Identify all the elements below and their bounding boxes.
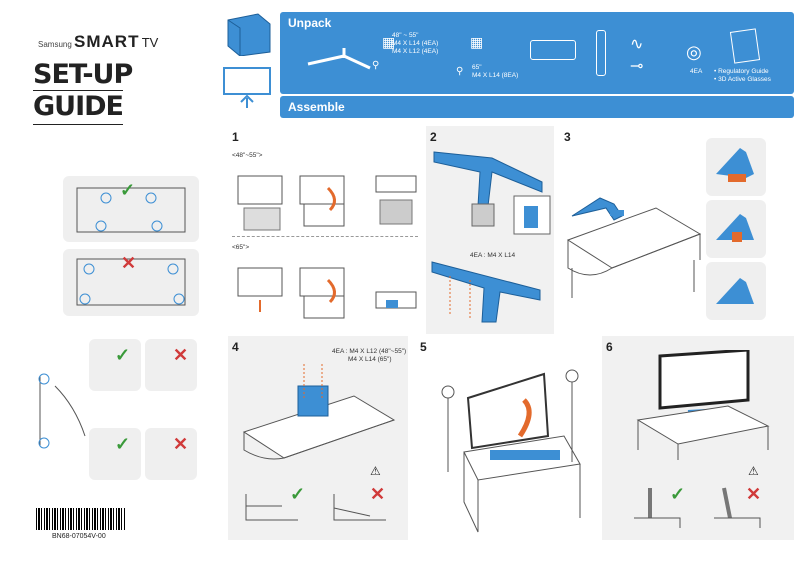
cross-icon: ✕: [370, 484, 386, 504]
screw-48-55-a: M4 X L14 (4EA): [392, 40, 439, 47]
assemble-title: Assemble: [288, 100, 345, 114]
step-3-detail-c: [706, 262, 766, 320]
step-6-correct-illustration: [634, 488, 681, 528]
cross-icon: ✕: [173, 434, 189, 454]
step-3-detail-b: [706, 200, 766, 258]
step-2: 2 4EA : M4 X L14: [426, 126, 554, 334]
step-1-divider: [232, 236, 418, 237]
step-1-size-a: <48"~55">: [232, 152, 263, 159]
screw-icon: ⚲: [372, 60, 380, 71]
step-6-illustration: [636, 350, 770, 460]
wall-cable-illustration: [15, 346, 105, 456]
accessory-regulatory-guide: • Regulatory Guide: [714, 68, 769, 75]
barcode: [36, 508, 126, 530]
check-icon: ✓: [115, 345, 131, 365]
cable-correct-panel: ✓: [89, 428, 141, 480]
step-3-detail-a: [706, 138, 766, 196]
wallmount-correct-panel: ✓: [63, 176, 199, 242]
screw-65-info: 65" M4 X L14 (8EA): [472, 64, 518, 80]
screw-65-a: M4 X L14 (8EA): [472, 72, 519, 79]
step-2-illustration-b: [431, 261, 541, 323]
adapter-icon: ⊸: [630, 58, 644, 75]
step-1-size-b: <65">: [232, 244, 250, 251]
step-4-correct-illustration: [245, 494, 298, 521]
step-2-illustration-a: [433, 151, 551, 235]
wall-cable-drawing: [38, 373, 86, 449]
stand-base-icon: [307, 48, 371, 70]
title-rule-top: [33, 90, 123, 91]
cross-icon: ✕: [121, 253, 137, 273]
warning-icon: ⚠: [748, 464, 759, 478]
screw-48-55-info: 48" ~ 55" M4 X L14 (4EA) M4 X L12 (4EA): [392, 32, 438, 56]
barcode-text: BN68-07054V-00: [52, 533, 106, 540]
wallmount-wrong-panel: ✕: [63, 249, 199, 316]
step-6-wrong-illustration: [714, 487, 761, 528]
unpack-banner: Unpack ▦ ⚲ 48" ~ 55" M4 X L14 (4EA) M4 X…: [280, 12, 794, 94]
clip-wrong-panel: ✕: [145, 339, 197, 391]
step-3-number: 3: [564, 130, 571, 144]
brand-smart: SMART: [74, 32, 140, 51]
step-4-number: 4: [232, 340, 239, 354]
step-4-screw-note-b: M4 X L14 (65"): [348, 356, 392, 363]
step-1-number: 1: [232, 130, 239, 144]
step-3-illustration: [566, 197, 702, 298]
brand-samsung: Samsung: [38, 40, 72, 49]
step-1-illustration-a: [237, 175, 417, 231]
accessory-3d-glasses: • 3D Active Glasses: [714, 76, 771, 83]
glasses-count: 4EA: [690, 68, 703, 75]
step-5: 5: [416, 336, 596, 540]
title-guide: GUIDE: [33, 91, 124, 122]
title-setup: SET-UP: [33, 59, 133, 90]
step-1-illustration-b: [237, 267, 417, 319]
check-icon: ✓: [670, 484, 686, 504]
warning-icon: ⚠: [370, 464, 381, 478]
control-box-icon: [530, 40, 576, 60]
wallmount-correct-illustration: [76, 187, 186, 233]
unpack-title: Unpack: [288, 16, 332, 30]
box-icon: [220, 10, 278, 57]
step-4: 4 4EA : M4 X L12 (48"~55") M4 X L14 (65"…: [228, 336, 408, 540]
tv-lift-icon: [220, 64, 278, 110]
step-6: 6 ⚠ ✓ ✕: [602, 336, 794, 540]
clip-correct-panel: ✓: [89, 339, 141, 391]
remote-control-icon: [596, 30, 606, 76]
check-icon: ✓: [120, 180, 136, 200]
step-3: 3: [562, 128, 794, 328]
step-2-screw-note: 4EA : M4 X L14: [470, 252, 516, 259]
title-rule-bottom: [33, 124, 123, 125]
bracket-65-icon: ▦: [470, 34, 484, 50]
bracket-icon: ▦: [382, 34, 396, 50]
screw-icon: ⚲: [456, 66, 464, 77]
step-4-screw-note: 4EA : M4 X L12 (48"~55") M4 X L14 (65"): [332, 348, 406, 364]
step-4-wrong-illustration: [333, 494, 386, 521]
assemble-banner: Assemble: [280, 96, 794, 118]
cross-icon: ✕: [746, 484, 762, 504]
check-icon: ✓: [115, 434, 131, 454]
wallmount-wrong-illustration: [76, 258, 186, 306]
cd-icon: ◎: [686, 42, 702, 62]
screw-65-size: 65": [472, 64, 482, 71]
screw-48-55-b: M4 X L12 (4EA): [392, 48, 439, 55]
step-2-number: 2: [430, 130, 437, 144]
step-1: 1 <48"~55"> <65">: [228, 128, 420, 328]
screw-48-55-size: 48" ~ 55": [392, 32, 419, 39]
step-4-screw-note-a: 4EA : M4 X L12 (48"~55"): [332, 348, 407, 355]
step-6-number: 6: [606, 340, 613, 354]
cross-icon: ✕: [173, 345, 189, 365]
manual-icon: [729, 28, 761, 64]
step-5-illustration: [441, 369, 581, 533]
brand-tv: TV: [141, 35, 159, 50]
cable-wrong-panel: ✕: [145, 428, 197, 480]
step-5-number: 5: [420, 340, 427, 354]
samsung-smart-tv-logo: Samsung SMART TV: [38, 32, 158, 52]
accessories-list: • Regulatory Guide • 3D Active Glasses: [714, 68, 771, 84]
check-icon: ✓: [290, 484, 306, 504]
step-4-illustration: [242, 364, 396, 460]
cable-icon: ∿: [630, 36, 644, 53]
